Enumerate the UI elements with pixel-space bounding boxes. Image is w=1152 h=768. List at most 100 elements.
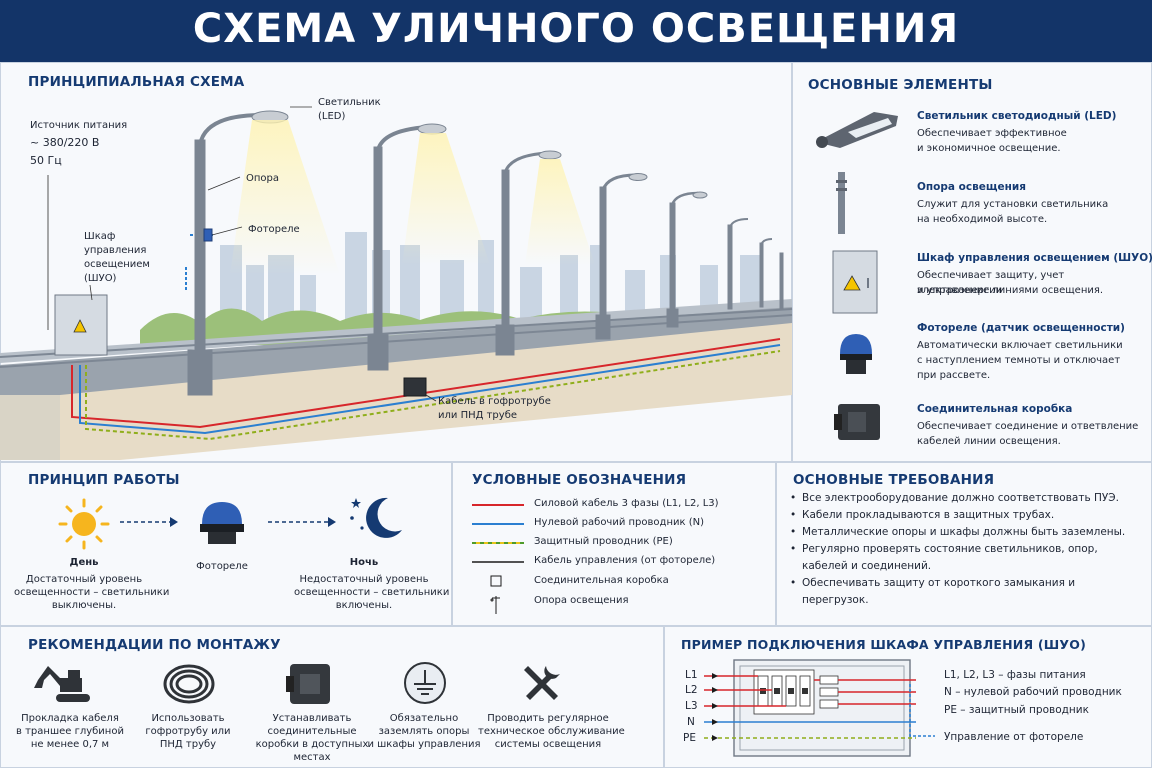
requirements-list: Все электрооборудование должно соответст… (790, 490, 1135, 609)
moon-icon (350, 497, 402, 538)
night-desc-2: освещенности – светильники (294, 587, 450, 598)
mounting-item-4-line-1: Обязательно (389, 713, 459, 724)
element-desc-led-2: и экономичное освещение. (917, 143, 1061, 154)
wiring-note-pe: PE – защитный проводник (944, 704, 1089, 716)
element-name-photorelay: Фотореле (датчик освещенности) (917, 322, 1125, 334)
wiring-input-l1: L1 (685, 669, 698, 681)
element-desc-led-1: Обеспечивает эффективное (917, 128, 1067, 139)
corrugated-pipe-icon (163, 664, 215, 704)
element-name-led: Светильник светодиодный (LED) (917, 110, 1117, 122)
scene-poles (187, 110, 784, 396)
relay-label: Фотореле (196, 561, 248, 572)
requirement-item: Кабели прокладываются в защитных трубах. (790, 507, 1135, 524)
scene-junction-box (403, 377, 427, 397)
page-title: СХЕМА УЛИЧНОГО ОСВЕЩЕНИЯ (192, 6, 960, 52)
requirement-item: Все электрооборудование должно соответст… (790, 490, 1135, 507)
cabinet-label-4: (ШУО) (84, 273, 117, 284)
legend-item-pole: Опора освещения (534, 595, 629, 606)
junction-box-icon (286, 664, 330, 704)
element-desc-pole-1: Служит для установки светильника (917, 199, 1109, 210)
element-name-junction-box: Соединительная коробка (917, 403, 1073, 415)
arrow-right-icon (120, 517, 178, 527)
day-desc-2: освещенности – светильники (14, 587, 170, 598)
power-voltage-label: ~ 380/220 В (30, 136, 100, 149)
legend-item-neutral: Нулевой рабочий проводник (N) (534, 517, 704, 528)
tools-icon (524, 666, 560, 700)
mounting-item-4-line-3: и шкафы управления (367, 739, 481, 750)
day-label: День (69, 557, 99, 568)
mounting-item-3-line-3: коробки в доступных (255, 739, 369, 750)
day-desc-1: Достаточный уровень (25, 574, 143, 585)
mounting-item-5-line-2: техническое обслуживание (478, 726, 625, 737)
terminal-blocks (819, 675, 839, 709)
mounting-item-4-line-2: заземлять опоры (378, 726, 470, 737)
wiring-input-l2: L2 (685, 684, 698, 696)
legend-item-box: Соединительная коробка (534, 575, 669, 586)
wiring-note-phases: L1, L2, L3 – фазы питания (944, 669, 1086, 681)
photorelay-icon (200, 502, 244, 544)
cable-label-1: Кабель в гофротрубе (438, 396, 551, 407)
element-desc-pole-2: на необходимой высоте. (917, 214, 1048, 225)
requirement-item: Регулярно проверять состояние светильник… (790, 541, 1135, 575)
junction-box-icon (834, 404, 880, 440)
pole-label: Опора (246, 173, 280, 184)
excavator-icon (34, 666, 90, 702)
scene-cabinet (54, 294, 108, 356)
legend-pole-symbol (490, 596, 500, 614)
photorelay-icon (840, 334, 872, 374)
sun-icon (58, 498, 110, 550)
legend-swatches (472, 504, 524, 614)
cable-label-2: или ПНД трубе (438, 410, 518, 421)
day-desc-3: выключены. (51, 600, 117, 611)
element-desc-photorelay-3: при рассвете. (917, 370, 991, 381)
element-desc-cabinet-1: Обеспечивает защиту, учет электроэнергии (917, 270, 1065, 296)
night-label: Ночь (349, 557, 379, 568)
wiring-note-neutral: N – нулевой рабочий проводник (944, 686, 1122, 698)
element-desc-photorelay-2: с наступлением темноты и отключает (917, 355, 1121, 366)
legend-item-pe: Защитный проводник (PE) (534, 536, 673, 547)
arrow-right-icon (268, 517, 336, 527)
mounting-item-2-line-3: ПНД трубу (159, 739, 217, 750)
lamp-label: Светильник (318, 97, 381, 108)
mounting-item-1-line-1: Прокладка кабеля (21, 713, 119, 724)
mounting-item-5-line-1: Проводить регулярное (487, 713, 609, 724)
element-desc-photorelay-1: Автоматически включает светильники (917, 340, 1123, 351)
element-name-pole: Опора освещения (917, 181, 1026, 193)
scene-photorelay (203, 228, 213, 242)
wiring-diagram (704, 659, 935, 757)
wiring-input-pe: PE (683, 732, 696, 744)
led-lamp-icon (816, 112, 898, 148)
legend-box-symbol (490, 575, 502, 587)
principle-title: ПРИНЦИП РАБОТЫ (28, 472, 180, 488)
mounting-item-3-line-2: соединительные (267, 726, 357, 737)
mounting-item-5-line-3: системы освещения (494, 739, 602, 750)
street-scene (0, 106, 793, 460)
wiring-title: ПРИМЕР ПОДКЛЮЧЕНИЯ ШКАФА УПРАВЛЕНИЯ (ШУО… (681, 637, 1086, 652)
cabinet-icon (832, 250, 878, 314)
cabinet-label-3: освещением (84, 259, 150, 270)
cable-lines (71, 234, 781, 441)
requirements-title: ОСНОВНЫЕ ТРЕБОВАНИЯ (793, 472, 995, 488)
element-desc-cabinet-2: и управление линиями освещения. (917, 285, 1104, 296)
cabinet-label-1: Шкаф (84, 231, 116, 242)
wiring-input-l3: L3 (685, 700, 698, 712)
wiring-photorelay-control: Управление от фотореле (944, 731, 1084, 743)
pole-icon (836, 172, 847, 234)
element-desc-junction-box-1: Обеспечивает соединение и ответвление (917, 421, 1139, 432)
night-desc-3: включены. (335, 600, 393, 611)
lamp-label-led: (LED) (318, 111, 346, 122)
mounting-item-3-line-1: Устанавливать (272, 713, 352, 724)
ground-icon (404, 662, 446, 704)
legend-item-power: Силовой кабель 3 фазы (L1, L2, L3) (534, 498, 719, 509)
requirement-item: Обеспечивать защиту от короткого замыкан… (790, 575, 1135, 609)
requirement-item: Металлические опоры и шкафы должны быть … (790, 524, 1135, 541)
mounting-item-2-line-2: гофротрубу или (145, 726, 231, 737)
elements-title: ОСНОВНЫЕ ЭЛЕМЕНТЫ (808, 77, 993, 93)
header-banner: СХЕМА УЛИЧНОГО ОСВЕЩЕНИЯ (0, 0, 1152, 62)
power-frequency-label: 50 Гц (30, 154, 62, 167)
element-name-cabinet: Шкаф управления освещением (ШУО) (917, 252, 1152, 264)
mounting-item-1-line-2: в траншее глубиной (16, 726, 124, 737)
mounting-item-1-line-3: не менее 0,7 м (30, 739, 110, 750)
cabinet-label-2: управления (84, 245, 147, 256)
night-desc-1: Недостаточный уровень (299, 574, 429, 585)
